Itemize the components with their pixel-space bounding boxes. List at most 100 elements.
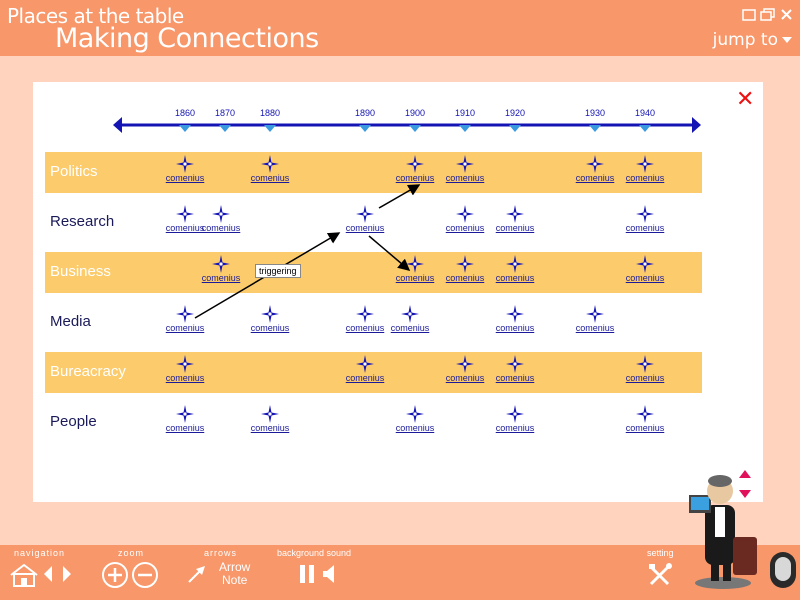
marker-label[interactable]: comenius <box>165 323 205 333</box>
comenius-marker[interactable]: comenius <box>390 155 440 183</box>
comenius-marker[interactable]: comenius <box>620 255 670 283</box>
marker-label[interactable]: comenius <box>625 173 665 183</box>
year-tick[interactable] <box>639 125 651 132</box>
year-tick[interactable] <box>179 125 191 132</box>
comenius-marker[interactable]: comenius <box>385 305 435 333</box>
year-tick[interactable] <box>219 125 231 132</box>
comenius-marker[interactable]: comenius <box>160 355 210 383</box>
year-tick[interactable] <box>264 125 276 132</box>
comenius-marker[interactable]: comenius <box>440 205 490 233</box>
marker-label[interactable]: comenius <box>445 223 485 233</box>
timeline-left-arrow-icon[interactable] <box>113 117 122 133</box>
year-tick[interactable] <box>509 125 521 132</box>
marker-label[interactable]: comenius <box>390 323 430 333</box>
tools-icon[interactable] <box>648 563 674 592</box>
marker-label[interactable]: comenius <box>495 323 535 333</box>
home-icon[interactable] <box>8 562 40 593</box>
year-tick[interactable] <box>589 125 601 132</box>
comenius-marker[interactable]: comenius <box>570 155 620 183</box>
scroll-up-icon[interactable] <box>739 470 751 478</box>
marker-label[interactable]: comenius <box>201 223 241 233</box>
close-icon[interactable]: ✕ <box>736 87 755 112</box>
marker-label[interactable]: comenius <box>345 323 385 333</box>
zoom-out-icon[interactable] <box>131 561 159 594</box>
comenius-marker[interactable]: comenius <box>340 205 390 233</box>
year-tick[interactable] <box>359 125 371 132</box>
marker-label[interactable]: comenius <box>495 373 535 383</box>
comenius-marker[interactable]: comenius <box>160 205 210 233</box>
marker-label[interactable]: comenius <box>495 223 535 233</box>
comenius-marker[interactable]: comenius <box>490 305 540 333</box>
marker-label[interactable]: comenius <box>625 273 665 283</box>
marker-label[interactable]: comenius <box>250 423 290 433</box>
marker-label[interactable]: comenius <box>625 373 665 383</box>
year-tick[interactable] <box>459 125 471 132</box>
marker-label[interactable]: comenius <box>445 273 485 283</box>
timeline-right-arrow-icon[interactable] <box>692 117 701 133</box>
marker-label[interactable]: comenius <box>495 273 535 283</box>
comenius-marker[interactable]: comenius <box>440 155 490 183</box>
avatar[interactable] <box>770 552 796 588</box>
comenius-marker[interactable]: comenius <box>440 255 490 283</box>
restore-window-icon[interactable] <box>741 8 756 22</box>
comenius-marker[interactable]: comenius <box>440 355 490 383</box>
arrow-icon[interactable] <box>186 563 208 590</box>
back-arrow-icon[interactable] <box>42 565 54 588</box>
compass-star-icon <box>456 205 474 223</box>
comenius-marker[interactable]: comenius <box>160 405 210 433</box>
comenius-marker[interactable]: comenius <box>620 355 670 383</box>
comenius-marker[interactable]: comenius <box>490 405 540 433</box>
marker-label[interactable]: comenius <box>395 273 435 283</box>
comenius-marker[interactable]: comenius <box>160 305 210 333</box>
year-tick[interactable] <box>409 125 421 132</box>
marker-label[interactable]: comenius <box>445 373 485 383</box>
maximize-window-icon[interactable] <box>760 8 775 22</box>
comenius-marker[interactable]: comenius <box>196 255 246 283</box>
marker-label[interactable]: comenius <box>250 173 290 183</box>
scroll-down-icon[interactable] <box>739 490 751 498</box>
comenius-marker[interactable]: comenius <box>490 205 540 233</box>
comenius-marker[interactable]: comenius <box>620 405 670 433</box>
connection-note[interactable]: triggering <box>255 264 301 278</box>
comenius-marker[interactable]: comenius <box>196 205 246 233</box>
marker-label[interactable]: comenius <box>495 423 535 433</box>
forward-arrow-icon[interactable] <box>61 565 73 588</box>
comenius-marker[interactable]: comenius <box>390 405 440 433</box>
marker-label[interactable]: comenius <box>345 373 385 383</box>
comenius-marker[interactable]: comenius <box>620 155 670 183</box>
comenius-marker[interactable]: comenius <box>245 305 295 333</box>
marker-label[interactable]: comenius <box>165 223 205 233</box>
marker-label[interactable]: comenius <box>165 373 205 383</box>
comenius-marker[interactable]: comenius <box>245 405 295 433</box>
marker-label[interactable]: comenius <box>575 323 615 333</box>
comenius-marker[interactable]: comenius <box>340 305 390 333</box>
marker-label[interactable]: comenius <box>625 223 665 233</box>
close-window-icon[interactable] <box>779 8 794 22</box>
marker-label[interactable]: comenius <box>165 423 205 433</box>
comenius-marker[interactable]: comenius <box>490 255 540 283</box>
zoom-in-icon[interactable] <box>101 561 129 594</box>
jump-to-menu[interactable]: jump to <box>713 30 792 50</box>
marker-label[interactable]: comenius <box>395 173 435 183</box>
marker-label[interactable]: comenius <box>165 173 205 183</box>
marker-label[interactable]: comenius <box>395 423 435 433</box>
comenius-marker[interactable]: comenius <box>390 255 440 283</box>
comenius-marker[interactable]: comenius <box>340 355 390 383</box>
marker-label[interactable]: comenius <box>575 173 615 183</box>
year-label: 1910 <box>455 108 475 118</box>
comenius-marker[interactable]: comenius <box>245 155 295 183</box>
comenius-marker[interactable]: comenius <box>570 305 620 333</box>
marker-label[interactable]: comenius <box>345 223 385 233</box>
arrow-note-button[interactable]: Arrow Note <box>219 560 251 587</box>
comenius-marker[interactable]: comenius <box>490 355 540 383</box>
comenius-marker[interactable]: comenius <box>620 205 670 233</box>
marker-label[interactable]: comenius <box>201 273 241 283</box>
marker-label[interactable]: comenius <box>250 323 290 333</box>
marker-label[interactable]: comenius <box>625 423 665 433</box>
speaker-icon[interactable] <box>321 564 337 589</box>
compass-star-icon <box>636 255 654 273</box>
pause-icon[interactable] <box>299 564 315 589</box>
comenius-marker[interactable]: comenius <box>160 155 210 183</box>
marker-label[interactable]: comenius <box>445 173 485 183</box>
